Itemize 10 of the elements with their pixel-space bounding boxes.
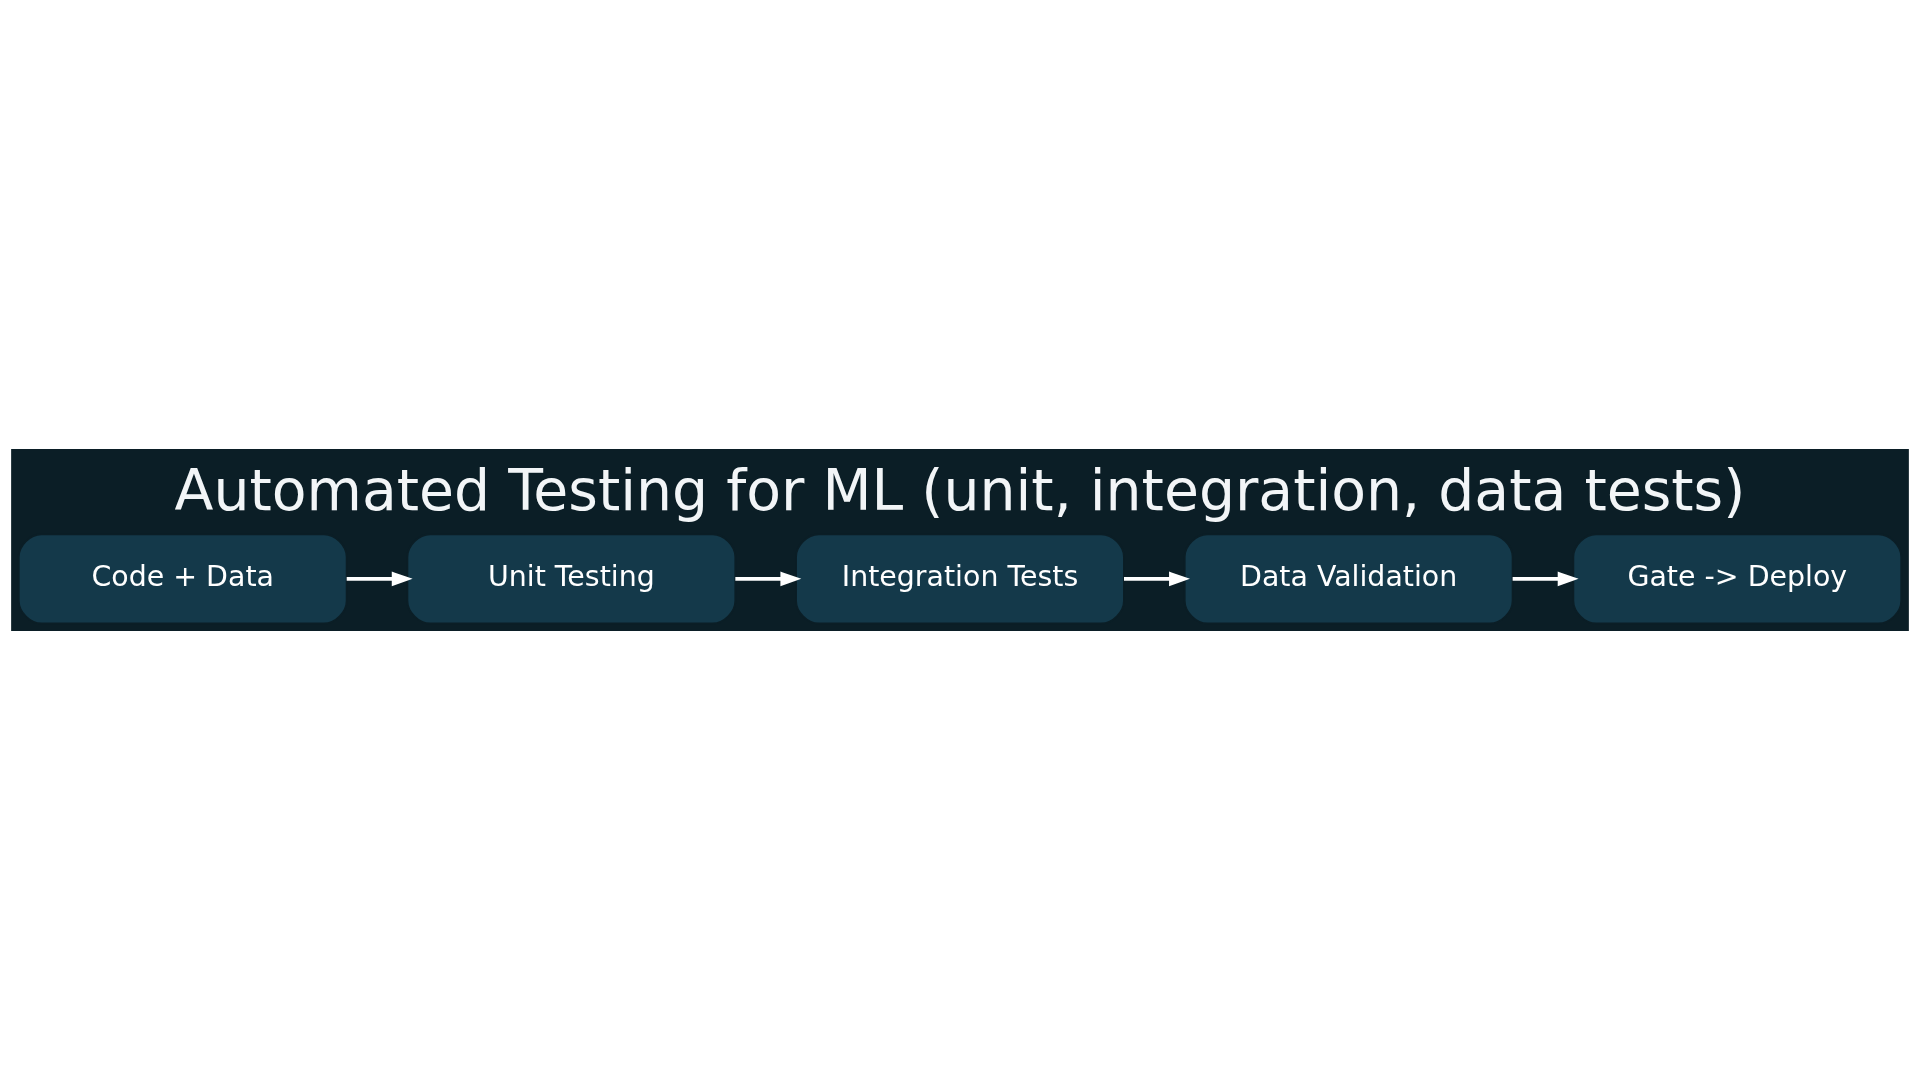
diagram-title: Automated Testing for ML (unit, integration, data tests) xyxy=(174,456,1746,523)
node-box: Unit Testing xyxy=(406,533,737,625)
arrow xyxy=(346,571,413,587)
node-box: Code + Data xyxy=(17,533,348,625)
arrow xyxy=(1124,571,1190,587)
node-box: Gate -> Deploy xyxy=(1572,533,1903,625)
node-box: Integration Tests xyxy=(795,533,1125,625)
node-box: Data Validation xyxy=(1183,533,1514,625)
arrow xyxy=(735,571,802,587)
arrow xyxy=(1512,571,1579,587)
